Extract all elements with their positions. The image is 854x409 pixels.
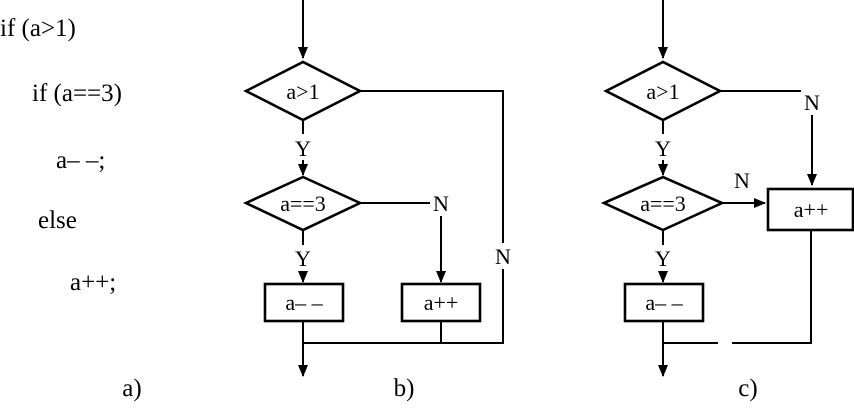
code-line-3: a– –; xyxy=(56,147,105,174)
b-no-inner-arrow xyxy=(360,202,446,283)
c-yes-outer-mask xyxy=(652,134,674,160)
c-action-increment-label: a++ xyxy=(794,197,829,222)
c-decision-outer-label: a>1 xyxy=(646,79,679,104)
b-action-increment-label: a++ xyxy=(424,290,459,315)
code-line-4: else xyxy=(38,207,77,234)
c-no-outer-label: N xyxy=(804,90,820,115)
flowchart-b: a>1 Y a==3 Y a– – N a++ N xyxy=(242,0,514,377)
b-no-inner-label: N xyxy=(433,191,449,216)
b-action-decrement xyxy=(263,282,345,323)
b-yes-inner-mask xyxy=(292,245,314,271)
code-line-5: a++; xyxy=(70,269,116,296)
c-action-increment xyxy=(766,187,854,232)
c-no-outer-mask xyxy=(801,89,823,115)
c-decision-inner-label: a==3 xyxy=(640,191,686,216)
caption-c: c) xyxy=(738,375,757,402)
caption-b: b) xyxy=(394,375,415,402)
b-no-outer-label: N xyxy=(495,244,511,269)
b-decision-outer-label: a>1 xyxy=(286,79,319,104)
code-listing: if (a>1) if (a==3) a– –; else a++; xyxy=(0,15,122,296)
flowchart-c: a>1 Y a==3 Y a– – N N a++ xyxy=(600,0,854,377)
b-no-inner-mask xyxy=(430,190,452,216)
b-action-decrement-label: a– – xyxy=(285,290,323,315)
c-yes-outer-label: Y xyxy=(655,136,671,161)
b-yes-outer-label: Y xyxy=(295,136,311,161)
c-action-decrement-label: a– – xyxy=(645,290,683,315)
b-yes-inner-label: Y xyxy=(295,246,311,271)
b-yes-outer-mask xyxy=(292,134,314,160)
b-no-outer-mask xyxy=(492,243,514,269)
c-yes-inner-label: Y xyxy=(655,246,671,271)
b-decision-inner-label: a==3 xyxy=(280,191,326,216)
c-increment-return-path xyxy=(732,230,812,344)
c-yes-inner-mask xyxy=(652,245,674,271)
code-line-1: if (a>1) xyxy=(0,15,76,42)
code-line-2: if (a==3) xyxy=(32,80,122,107)
caption-a: a) xyxy=(122,375,141,402)
c-no-inner-label: N xyxy=(734,168,750,193)
b-no-outer-path xyxy=(303,90,504,344)
